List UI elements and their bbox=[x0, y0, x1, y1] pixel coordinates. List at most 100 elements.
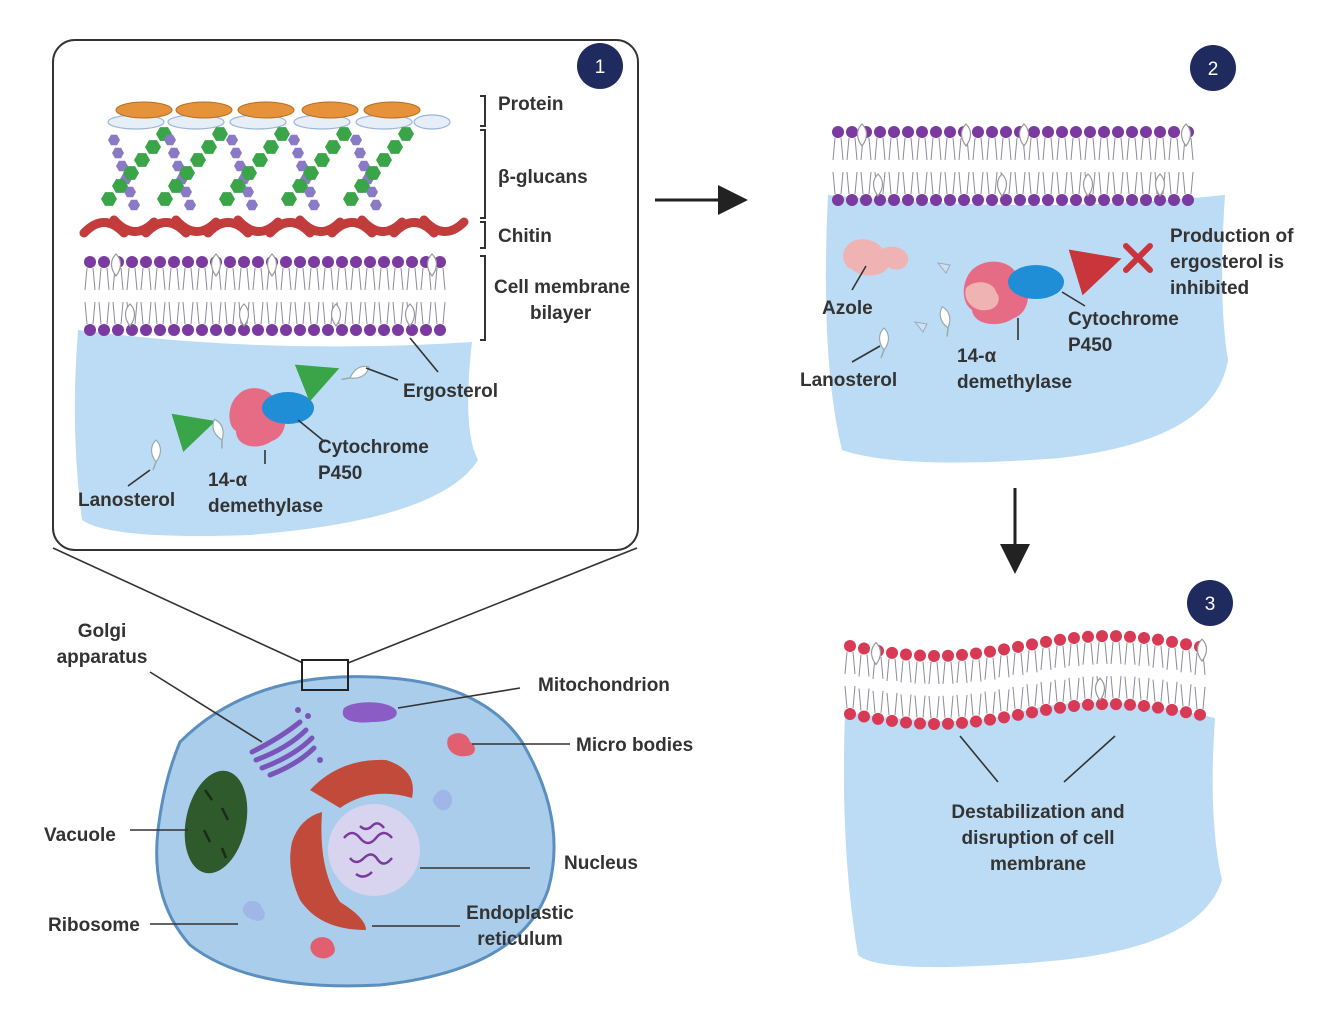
lipid-head bbox=[1168, 126, 1180, 138]
lipid-head bbox=[378, 256, 390, 268]
glucan-unit bbox=[304, 186, 316, 198]
lipid-tail bbox=[900, 694, 904, 717]
glucan-unit bbox=[292, 179, 308, 193]
lipid-tail bbox=[858, 688, 862, 711]
cell-leader-lines bbox=[130, 671, 570, 927]
lipid-head bbox=[886, 714, 898, 727]
lipid-tail bbox=[1082, 642, 1086, 665]
membrane-bilayer-3-disrupted bbox=[844, 630, 1208, 730]
lipid-head bbox=[914, 717, 926, 730]
lipid-head bbox=[1040, 703, 1052, 716]
lipid-head bbox=[858, 642, 870, 655]
lipid-head bbox=[434, 324, 446, 336]
lipid-tail bbox=[1152, 645, 1156, 668]
lipid-head bbox=[1152, 633, 1164, 646]
zoom-line-right bbox=[347, 547, 638, 664]
lipid-tail bbox=[224, 267, 228, 291]
beta-glucan-layer bbox=[101, 127, 414, 211]
lipid-tail bbox=[1146, 677, 1150, 700]
lipid-head bbox=[900, 716, 912, 729]
lipid-tail bbox=[1068, 677, 1072, 701]
blocked-arrow bbox=[1068, 249, 1122, 296]
lipid-head bbox=[98, 256, 110, 268]
beta-glucans-label: β-glucans bbox=[498, 167, 588, 188]
lipid-head bbox=[1096, 698, 1108, 711]
lipid-tail bbox=[1148, 171, 1152, 195]
lipid-head bbox=[958, 194, 970, 206]
lipid-head bbox=[1182, 194, 1194, 206]
lipid-tail bbox=[840, 171, 844, 195]
ergosterol-in-membrane bbox=[266, 253, 278, 278]
lipid-head bbox=[280, 324, 292, 336]
lipid-tail bbox=[972, 137, 976, 161]
lipid-tail bbox=[910, 171, 914, 195]
lipid-tail bbox=[1182, 171, 1186, 195]
lipid-head bbox=[336, 256, 348, 268]
ergosterol-in-membrane bbox=[872, 173, 884, 198]
glucan-unit bbox=[354, 179, 370, 193]
lipid-tail bbox=[168, 301, 172, 325]
lipid-head bbox=[972, 126, 984, 138]
lipid-head bbox=[1096, 630, 1108, 643]
protein bbox=[363, 101, 421, 119]
lipid-tail bbox=[858, 654, 862, 677]
lipid-tail bbox=[420, 267, 424, 291]
glucan-unit bbox=[230, 179, 246, 193]
lipid-head bbox=[860, 194, 872, 206]
lipid-tail bbox=[882, 171, 886, 195]
lipid-tail bbox=[224, 301, 228, 325]
lipid-head bbox=[1138, 631, 1150, 644]
lipid-tail bbox=[1154, 137, 1158, 161]
lipid-head bbox=[984, 713, 996, 726]
lipid-tail bbox=[252, 301, 256, 325]
glucan-unit bbox=[354, 147, 366, 159]
lipid-head bbox=[1124, 630, 1136, 643]
lipid-tail bbox=[950, 695, 954, 718]
lipid-tail bbox=[176, 267, 180, 291]
lipid-head bbox=[1026, 638, 1038, 651]
lipid-tail bbox=[886, 692, 890, 715]
cytoplasm-region-2 bbox=[825, 195, 1228, 463]
lipid-head bbox=[154, 324, 166, 336]
lipid-tail bbox=[364, 267, 368, 291]
lipid-head bbox=[392, 256, 404, 268]
lipid-head bbox=[1070, 126, 1082, 138]
lipid-tail bbox=[1070, 137, 1074, 161]
glucan-unit bbox=[157, 192, 173, 206]
lipid-tail bbox=[330, 267, 334, 291]
glucan-unit bbox=[281, 192, 297, 206]
lipid-head bbox=[378, 324, 390, 336]
lipid-tail bbox=[970, 659, 974, 682]
lipid-head bbox=[1026, 706, 1038, 719]
glucan-unit bbox=[190, 153, 206, 167]
lipid-head bbox=[392, 324, 404, 336]
lipid-tail bbox=[1118, 642, 1122, 665]
lipid-tail bbox=[106, 301, 110, 325]
glucan-unit bbox=[241, 166, 257, 180]
lipid-tail bbox=[942, 661, 946, 684]
ergosterol-in-membrane bbox=[856, 123, 868, 148]
lipid-tail bbox=[944, 137, 948, 161]
small-arrow-1 bbox=[936, 262, 951, 274]
lipid-tail bbox=[204, 301, 208, 325]
lipid-tail bbox=[1048, 647, 1052, 670]
lipid-head bbox=[224, 324, 236, 336]
vacuole-details bbox=[202, 789, 230, 859]
lipid-head bbox=[846, 126, 858, 138]
lipid-tail bbox=[956, 694, 960, 717]
glucan-unit bbox=[124, 186, 136, 198]
protein bbox=[175, 101, 233, 119]
lipid-tail bbox=[1180, 650, 1184, 673]
lipid-tail bbox=[1070, 171, 1074, 195]
lipid-tail bbox=[1110, 642, 1114, 665]
lipid-tail bbox=[322, 267, 326, 291]
lipid-head bbox=[986, 194, 998, 206]
cyp-label-2-line1: Cytochrome bbox=[1068, 309, 1179, 330]
lipid-tail bbox=[232, 267, 236, 291]
lipid-head bbox=[1110, 698, 1122, 711]
lipid-tail bbox=[854, 171, 858, 195]
lipid-tail bbox=[1068, 643, 1072, 667]
lipid-tail bbox=[260, 301, 264, 325]
lipid-tail bbox=[998, 655, 1002, 678]
